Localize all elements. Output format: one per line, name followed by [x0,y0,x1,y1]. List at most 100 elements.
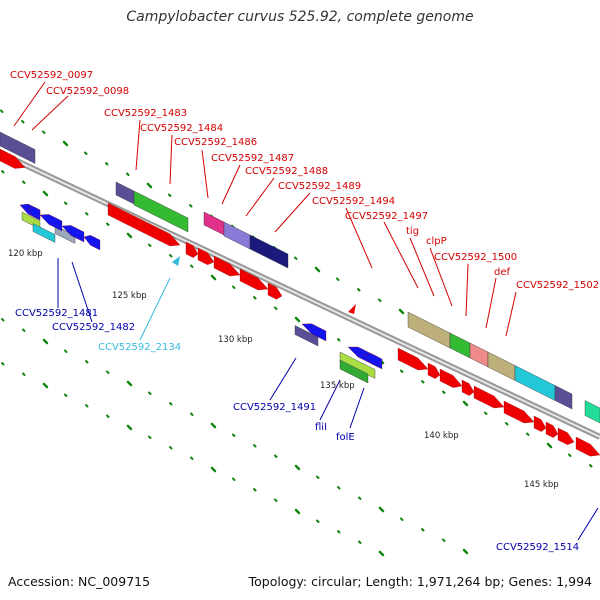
tick-mark [210,274,217,281]
gene-label-forward: CCV52592_1489 [278,181,361,192]
leader-line [485,277,497,329]
forward-gene-arrow [575,436,600,457]
gene-labels: CCV52592_0097CCV52592_0098CCV52592_1483C… [10,70,599,553]
tick-mark [146,182,153,189]
cog-block [339,359,369,384]
tick-mark [316,519,320,523]
tick-mark [378,506,385,513]
tick-mark [568,453,572,457]
cog-block [469,342,489,368]
kbp-label: 120 kbp [8,249,43,259]
tick-mark [274,306,278,310]
tick-mark [21,120,25,124]
gene-label-forward: CCV52592_0097 [10,70,93,81]
tick-mark [294,508,301,515]
tick-mark [294,464,301,471]
tick-mark [106,222,110,226]
tick-mark [314,266,321,273]
tick-mark [421,528,425,532]
forward-gene-arrow [503,400,535,424]
tick-mark [442,538,446,542]
leader-line [577,507,599,541]
forward-gene-arrow [533,415,547,432]
gene-label-forward: CCV52592_0098 [46,86,129,97]
tick-mark [294,316,301,323]
tick-mark [169,446,173,450]
gene-label-forward: CCV52592_1497 [345,211,428,222]
tick-mark [85,404,89,408]
forward-gene-arrow [0,148,26,169]
cog-block [203,211,225,236]
forward-gene-arrow [473,385,505,409]
tick-mark [358,496,362,500]
tick-mark [105,162,109,166]
tick-mark [64,393,68,397]
tick-mark [232,433,236,437]
tick-mark [190,264,194,268]
leader-line [13,81,46,127]
leader-line [505,291,517,337]
tick-mark [337,486,341,490]
backbone-highlight [0,152,600,438]
gene-label-forward: def [494,267,511,278]
tick-mark [42,190,49,197]
tick-mark [505,422,509,426]
kbp-label: 125 kbp [112,291,147,301]
tick-mark [546,442,553,449]
accession-text: Accession: NC_009715 [8,574,151,589]
cog-block [115,181,135,205]
tick-mark [253,444,257,448]
tick-mark [316,475,320,479]
tick-mark [126,172,130,176]
tick-mark [484,411,488,415]
leader-line [429,247,453,307]
tick-mark [210,422,217,429]
cog-block [584,400,600,424]
forward-gene-arrow [545,421,559,438]
forward-gene-arrow [397,347,429,371]
tick-mark [64,201,68,205]
forward-gene-arrow [267,282,283,300]
gene-label-forward: CCV52592_1483 [104,108,187,119]
tick-mark [168,193,172,197]
tick-mark [0,109,4,113]
gene-label-rna: CCV52592_2134 [98,342,181,353]
reverse-gene-arrow [83,235,101,251]
forward-gene-arrow [107,202,181,247]
leader-line [345,207,373,269]
gene-arrows [0,148,600,457]
tick-mark [64,349,68,353]
tick-mark [378,550,385,557]
tick-mark [400,369,404,373]
tick-mark [189,204,193,208]
tick-mark [358,540,362,544]
tick-mark [357,288,361,292]
gene-label-forward: CCV52592_1486 [174,137,257,148]
gene-label-forward: CCV52592_1502 [516,280,599,291]
leader-line [201,149,209,199]
cog-block [407,311,451,349]
reverse-gene-arrow [363,353,383,370]
tick-mark [148,435,152,439]
kbp-label: 140 kbp [424,431,459,441]
leader-line [31,95,69,131]
tick-mark [126,380,133,387]
tick-mark [337,338,341,342]
tick-mark [22,328,26,332]
forward-gene-arrow [557,427,575,445]
gene-label-forward: CCV52592_1500 [434,252,517,263]
gene-label-reverse: CCV52592_1491 [233,402,316,413]
tick-mark [148,391,152,395]
genome-backbone [0,150,600,440]
cog-block [554,385,573,410]
tick-mark [42,382,49,389]
tick-mark [42,338,49,345]
tick-mark [1,318,5,322]
gene-label-forward: CCV52592_1484 [140,123,223,134]
tick-mark [253,488,257,492]
leader-line [135,119,141,171]
topology-text: Topology: circular; Length: 1,971,264 bp… [248,574,592,589]
leader-line [274,192,311,233]
tick-mark [1,170,5,174]
